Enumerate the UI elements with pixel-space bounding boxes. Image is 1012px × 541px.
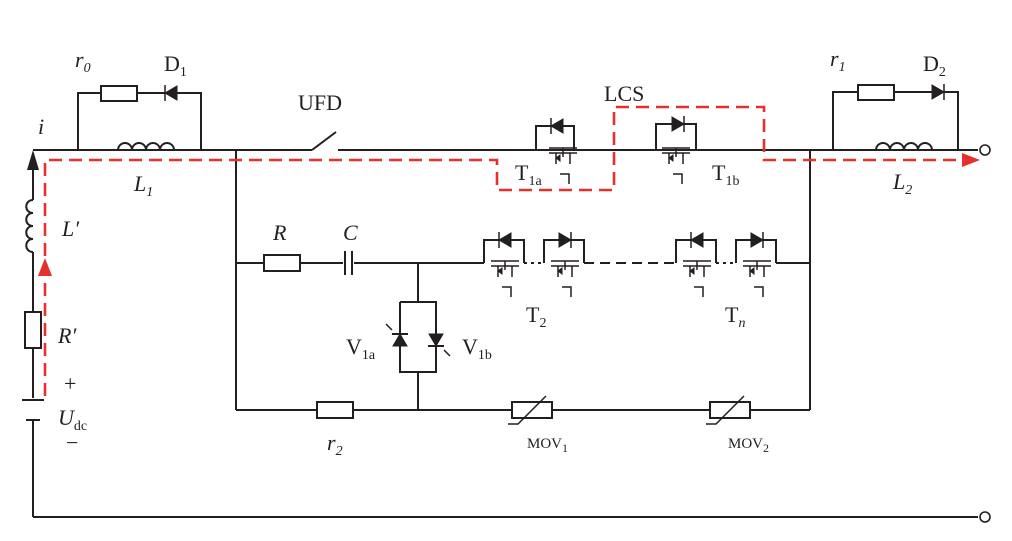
label-t1b: T1b [712, 160, 739, 189]
label-d1: D1 [164, 51, 187, 80]
main-breaker-block [235, 150, 811, 425]
resistor-r0-icon [100, 85, 138, 102]
label-v1a: V1a [346, 334, 376, 363]
label-d2: D2 [923, 51, 946, 80]
inductor-lprime-icon [25, 199, 34, 253]
capacitor-c-icon [344, 251, 353, 275]
label-l1: L1 [133, 171, 153, 200]
current-arrow-icon [27, 150, 39, 170]
current-path-icon [38, 105, 980, 396]
label-mov1: MOV1 [527, 436, 568, 455]
resistor-r1-icon [857, 84, 895, 101]
label-r0: r0 [75, 47, 91, 76]
igbt-t2a-icon [490, 260, 520, 298]
diode-t1a-icon [550, 117, 564, 135]
source-branch [22, 168, 44, 517]
label-lcs: LCS [604, 81, 644, 106]
igbt-tna-icon [682, 260, 712, 298]
diode-t2a-icon [498, 231, 512, 249]
diode-d1-icon [164, 84, 178, 102]
diode-t2b-icon [558, 231, 572, 249]
lcs-switch [535, 115, 697, 185]
inductor-l2-icon [875, 142, 933, 151]
label-t1a: T1a [515, 160, 542, 189]
label-minus: − [66, 430, 78, 455]
diode-d2-icon [931, 83, 945, 101]
inductor-l1-icon [117, 142, 175, 151]
path-arrow-right-icon [962, 153, 980, 167]
label-tn: Tn [725, 302, 745, 331]
igbt-t1a-icon [548, 147, 578, 185]
ufd-switch-icon [311, 131, 540, 151]
thyristor-v1a-icon [385, 323, 408, 347]
path-arrow-up-icon [38, 258, 52, 276]
thyristor-v1b-icon [428, 333, 451, 357]
label-lprime: L′ [61, 216, 80, 241]
label-C: C [343, 220, 358, 245]
diode-t1b-icon [671, 115, 685, 133]
dc-source-icon [22, 399, 44, 421]
label-r2: r2 [327, 430, 343, 459]
label-R: R [272, 220, 287, 245]
label-v1b: V1b [462, 334, 492, 363]
igbt-t2b-icon [550, 260, 580, 298]
diode-tna-icon [690, 231, 704, 249]
label-r1: r1 [830, 46, 846, 75]
resistor-rprime-icon [24, 311, 42, 349]
varistor-mov2-icon [706, 395, 751, 425]
r0-d1-branch [77, 84, 202, 151]
terminal-top-icon [979, 144, 991, 156]
igbt-t1b-icon [661, 147, 691, 185]
label-mov2: MOV2 [728, 436, 769, 455]
terminal-bottom-icon [979, 511, 991, 523]
resistor-r-icon [263, 254, 301, 272]
varistor-mov1-icon [508, 395, 553, 425]
label-rprime: R′ [57, 323, 77, 348]
diode-tnb-icon [750, 231, 764, 249]
label-t2: T2 [526, 302, 546, 331]
resistor-r2-icon [316, 401, 354, 419]
label-ufd: UFD [298, 90, 342, 115]
label-plus: + [64, 371, 76, 396]
label-l2: L2 [892, 169, 912, 198]
label-i: i [38, 114, 44, 139]
igbt-tnb-icon [742, 260, 772, 298]
r1-d2-branch [832, 83, 959, 151]
label-udc: Udc [58, 405, 87, 434]
